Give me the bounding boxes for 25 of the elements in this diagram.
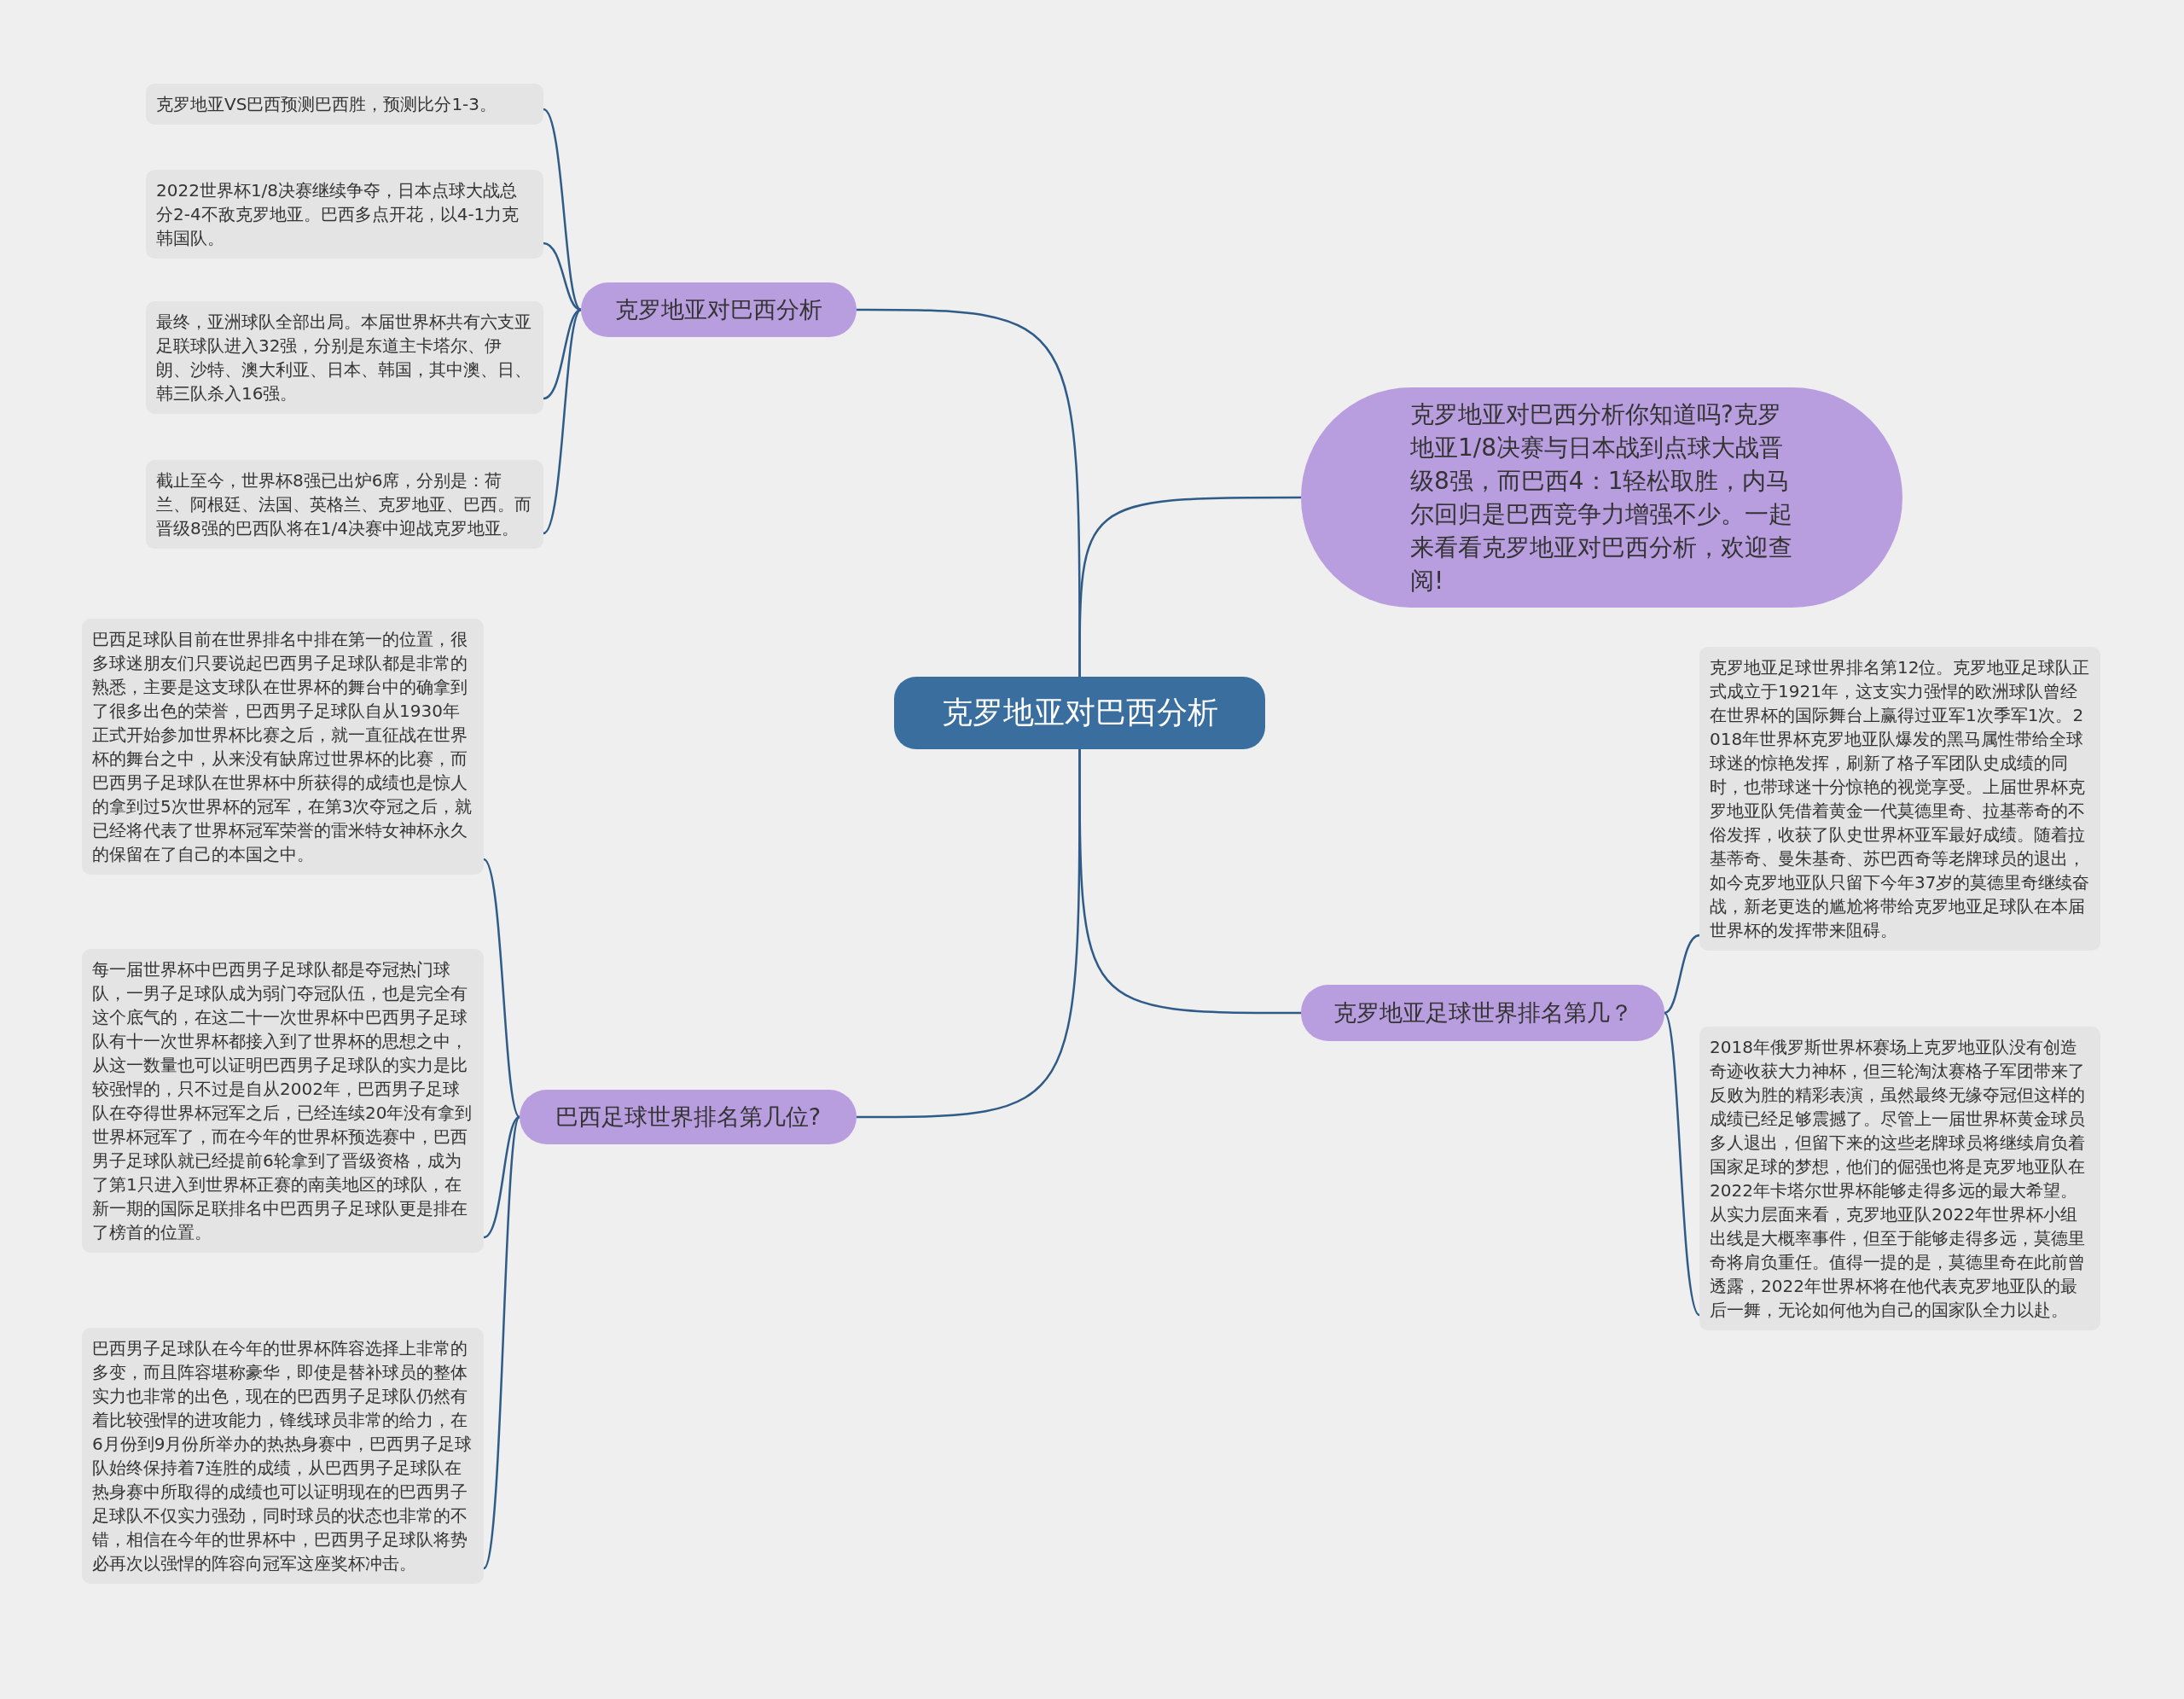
- note-card: 每一届世界杯中巴西男子足球队都是夺冠热门球队，一男子足球队成为弱门夺冠队伍，也是完全有这个底气的，在这二十一次世界杯中巴西男子足球队有十一次世界杯都接入到了世界杯的思想之中，从这一数量也可以证明巴西男子足球队的实力是比较强悍的，只不过是自从2002年，巴西男子足球队在夺得世界杯冠军之后，已经连续20年没有拿到世界杯冠军了，而在今年的世界杯预选赛中，巴西男子足球队就已经提前6轮拿到了晋级资格，成为了第1只进入到世界杯正赛的南美地区的球队，在新一期的国际足联排名中巴西男子足球队更是排在了榜首的位置。: [82, 949, 484, 1253]
- connector-line: [543, 309, 582, 534]
- note-card: 2022世界杯1/8决赛继续争夺，日本点球大战总分2-4不敌克罗地亚。巴西多点开花，以4-1力克韩国队。: [146, 170, 543, 259]
- branch-topic: 克罗地亚足球世界排名第几？: [1301, 985, 1664, 1041]
- connector-line: [543, 108, 582, 311]
- connector-line: [483, 858, 520, 1118]
- note-card: 截止至今，世界杯8强已出炉6席，分别是：荷兰、阿根廷、法国、英格兰、克罗地亚、巴西。而晋级8强的巴西队将在1/4决赛中迎战克罗地亚。: [146, 460, 543, 549]
- connector-line: [1078, 749, 1301, 1015]
- connector-line: [483, 1115, 520, 1239]
- connector-line: [543, 308, 582, 400]
- note-card: 最终，亚洲球队全部出局。本届世界杯共有六支亚足联球队进入32强，分别是东道主卡塔尔、伊朗、沙特、澳大利亚、日本、韩国，其中澳、日、韩三队杀入16强。: [146, 301, 543, 414]
- connector-line: [1078, 496, 1301, 677]
- central-topic: 克罗地亚对巴西分析: [894, 677, 1265, 749]
- summary-bubble: 克罗地亚对巴西分析你知道吗?克罗地亚1/8决赛与日本战到点球大战晋级8强，而巴西4：1轻松取胜，内马尔回归是巴西竞争力增强不少。一起来看看克罗地亚对巴西分析，欢迎查阅!: [1301, 387, 1902, 608]
- note-card: 克罗地亚足球世界排名第12位。克罗地亚足球队正式成立于1921年，这支实力强悍的欧洲球队曾经在世界杯的国际舞台上赢得过亚军1次季军1次。2018年世界杯克罗地亚队爆发的黑马属性带给全球球迷的惊艳发挥，刷新了格子军团队史成绩的同时，也带球迷十分惊艳的视觉享受。上届世界杯克罗地亚队凭借着黄金一代莫德里奇、拉基蒂奇的不俗发挥，收获了队史世界杯亚军最好成绩。随着拉基蒂奇、曼朱基奇、苏巴西奇等老牌球员的退出，如今克罗地亚队只留下今年37岁的莫德里奇继续奋战，新老更迭的尴尬将带给克罗地亚足球队在本届世界杯的发挥带来阻碍。: [1699, 647, 2100, 951]
- note-card: 巴西男子足球队在今年的世界杯阵容选择上非常的多变，而且阵容堪称豪华，即使是替补球员的整体实力也非常的出色，现在的巴西男子足球队仍然有着比较强悍的进攻能力，锋线球员非常的给力，在6月份到9月份所举办的热热身赛中，巴西男子足球队始终保持着7连胜的成绩，从巴西男子足球队在热身赛中所取得的成绩也可以证明现在的巴西男子足球队不仅实力强劲，同时球员的状态也非常的不错，相信在今年的世界杯中，巴西男子足球队将势必再次以强悍的阵容向冠军这座奖杯冲击。: [82, 1328, 484, 1584]
- note-card: 巴西足球队目前在世界排名中排在第一的位置，很多球迷朋友们只要说起巴西男子足球队都是非常的熟悉，主要是这支球队在世界杯的舞台中的确拿到了很多出色的荣誉，巴西男子足球队自从1930年正式开始参加世界杯比赛之后，就一直征战在世界杯的舞台之中，从来没有缺席过世界杯的比赛，而巴西男子足球队在世界杯中所获得的成绩也是惊人的拿到过5次世界杯的冠军，在第3次夺冠之后，就已经将代表了世界杯冠军荣誉的雷米特女神杯永久的保留在了自己的本国之中。: [82, 619, 484, 875]
- connector-line: [543, 241, 582, 311]
- connector-line: [1664, 934, 1700, 1015]
- connector-line: [1663, 1012, 1700, 1316]
- note-card: 2018年俄罗斯世界杯赛场上克罗地亚队没有创造奇迹收获大力神杯，但三轮淘汰赛格子军团带来了反败为胜的精彩表演，虽然最终无缘夺冠但这样的成绩已经足够震撼了。尽管上一届世界杯黄金球员多人退出，但留下来的这些老牌球员将继续肩负着国家足球的梦想，他们的倔强也将是克罗地亚队在2022年卡塔尔世界杯能够走得多远的最大希望。从实力层面来看，克罗地亚队2022年世界杯小组出线是大概率事件，但至于能够走得多远，莫德里奇将肩负重任。值得一提的是，莫德里奇在此前曾透露，2022年世界杯将在他代表克罗地亚队的最后一舞，无论如何他为自己的国家队全力以赴。: [1699, 1027, 2100, 1330]
- connector-line: [482, 1116, 521, 1569]
- branch-topic: 克罗地亚对巴西分析: [581, 282, 857, 337]
- note-card: 克罗地亚VS巴西预测巴西胜，预测比分1-3。: [146, 84, 543, 125]
- branch-topic: 巴西足球世界排名第几位?: [520, 1090, 857, 1144]
